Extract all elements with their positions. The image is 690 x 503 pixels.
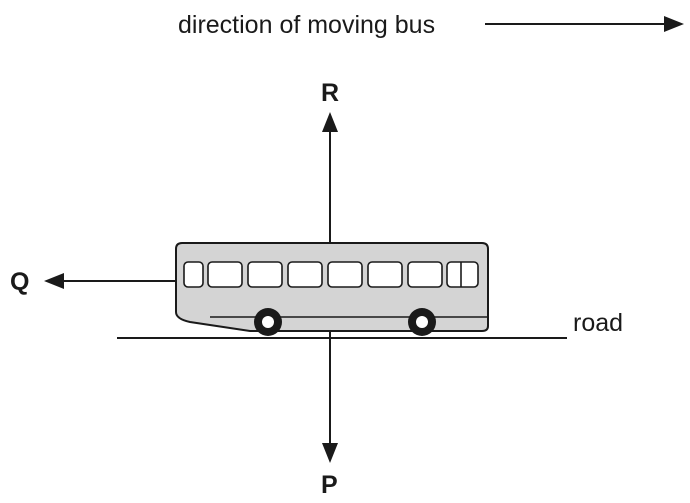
bus [175,242,489,336]
force-q-arrowhead [44,273,64,289]
bus-window [287,261,323,288]
bus-window [207,261,243,288]
bus-window [407,261,443,288]
force-p-label: P [321,471,338,499]
bus-front-wheel-hub [262,316,274,328]
direction-label: direction of moving bus [178,11,435,39]
force-p-arrowhead [322,443,338,463]
force-r-arrowhead [322,112,338,132]
road-label: road [573,309,623,337]
direction-arrowhead [664,16,684,32]
bus-window [367,261,403,288]
bus-window [327,261,363,288]
bus-window [446,261,479,288]
force-q-label: Q [10,268,29,296]
bus-window [247,261,283,288]
bus-window [183,261,204,288]
force-r-label: R [321,79,339,107]
bus-rear-wheel-hub [416,316,428,328]
